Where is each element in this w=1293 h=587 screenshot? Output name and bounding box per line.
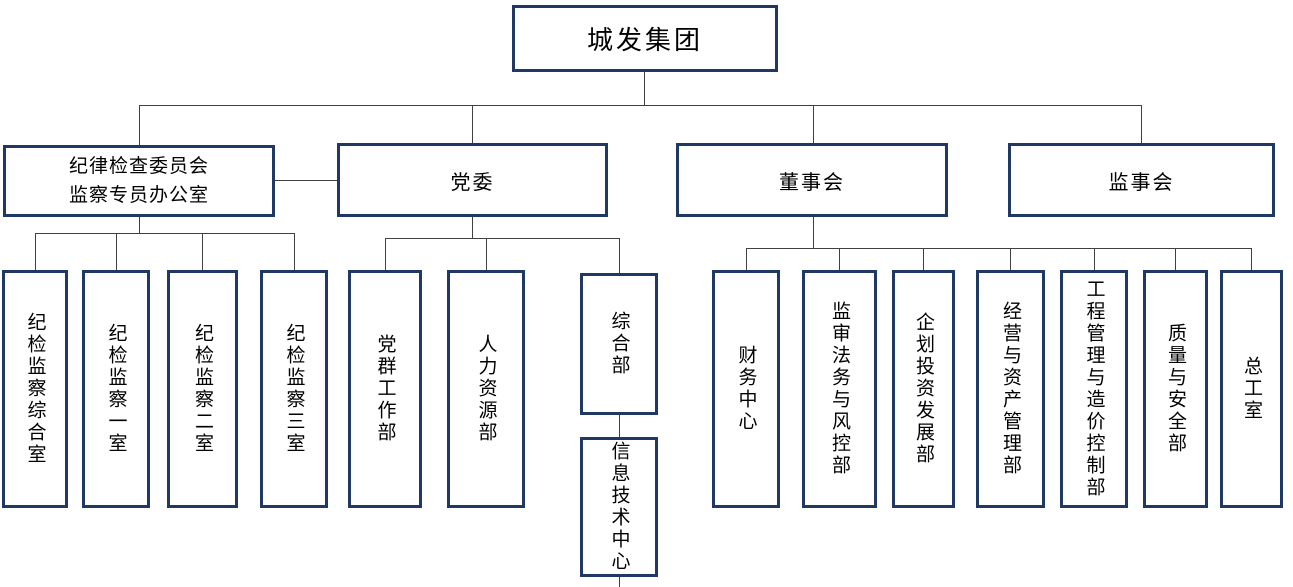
connector-drop-party-mass-work [385,238,386,270]
node-discipline-supervision-office-3: 纪检监察三室 [260,270,328,508]
connector-drop-discipline-office-general [35,233,36,270]
node-party-committee: 党委 [337,143,608,217]
connector-it-center-continuation [619,577,620,587]
node-board-of-directors: 董事会 [676,143,948,217]
node-audit-legal-risk-control-dept: 监审法务与风控部 [802,270,877,508]
node-operation-asset-management-dept: 经营与资产管理部 [976,270,1045,508]
connector-drop-audit-legal-risk [839,248,840,270]
connector-drop-discipline-office-1 [116,233,117,270]
connector-drop-discipline-office-2 [202,233,203,270]
node-discipline-supervision-office-1: 纪检监察一室 [82,270,150,508]
node-discipline-supervision-general-office: 纪检监察综合室 [2,270,68,508]
node-engineering-management-cost-control-dept: 工程管理与造价控制部 [1060,270,1128,508]
connector-drop-human-resources [486,238,487,270]
node-chengfa-group: 城发集团 [512,5,778,72]
connector-drop-general-dept [619,238,620,273]
connector-drop-discipline-office-3 [294,233,295,270]
connector-level2-horizontal [139,105,1142,106]
connector-root-drop [644,72,645,105]
node-board-of-supervisors: 监事会 [1008,143,1275,217]
connector-drop-operation-asset [1010,248,1011,270]
connector-drop-finance-center [746,248,747,270]
connector-drop-party [472,105,473,143]
node-discipline-inspection-committee: 纪律检查委员会 监察专员办公室 [3,145,275,217]
node-finance-center: 财务中心 [712,270,780,508]
connector-party-stem [472,217,473,238]
connector-general-dept-it-center [619,415,620,437]
connector-drop-board [813,105,814,143]
node-discipline-supervision-office-2: 纪检监察二室 [167,270,238,508]
node-general-dept: 综合部 [580,273,658,415]
connector-board-stem [813,217,814,248]
connector-drop-planning-investment [923,248,924,270]
connector-drop-quality-safety [1175,248,1176,270]
connector-discipline-horizontal [35,233,294,234]
node-party-mass-work-dept: 党群工作部 [348,270,422,508]
connector-party-horizontal [385,238,619,239]
node-chief-engineer-office: 总工室 [1220,270,1283,508]
node-planning-investment-development-dept: 企划投资发展部 [892,270,955,508]
connector-discipline-stem [139,217,140,233]
connector-drop-chief-engineer [1251,248,1252,270]
connector-drop-discipline [139,105,140,145]
node-quality-safety-dept: 质量与安全部 [1143,270,1208,508]
node-information-technology-center: 信息技术中心 [580,437,658,577]
connector-board-horizontal [746,248,1252,249]
connector-drop-engineering-cost [1094,248,1095,270]
connector-drop-supervisors [1141,105,1142,143]
node-human-resources-dept: 人力资源部 [447,270,525,508]
connector-discipline-party-link [275,180,337,181]
